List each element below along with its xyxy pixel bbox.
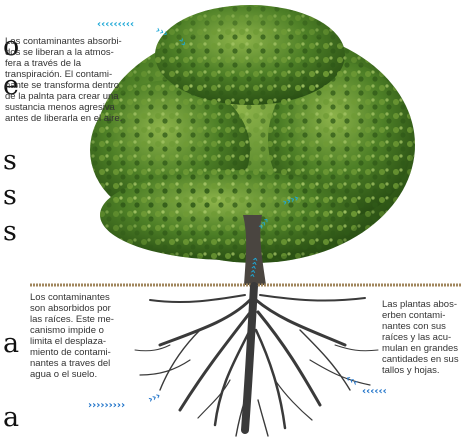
caption-line: Las plantas abos- [382, 299, 474, 310]
caption-line: mulan en grandes [382, 343, 474, 354]
caption-line: limita el desplaza- [30, 336, 130, 347]
caption-line: tallos y hojas. [382, 365, 474, 376]
caption-line: nantes con sus [382, 321, 474, 332]
caption-transpiration: Los contaminantes absorbi- dos se libera… [5, 36, 155, 124]
svg-text:›››: ››› [147, 391, 163, 406]
caption-line: dos se liberan a la atmos- [5, 47, 155, 58]
svg-text:‹‹‹: ‹‹‹ [344, 373, 360, 389]
caption-line: sustancia menos agresiva [5, 102, 155, 113]
edge-text-3: s [3, 147, 17, 174]
caption-line: Los contaminantes absorbi- [5, 36, 155, 47]
flow-arrow-left: ››››››››› ››› [88, 391, 162, 411]
caption-line: erben contami- [382, 310, 474, 321]
caption-line: agua o el suelo. [30, 369, 130, 380]
caption-line: las raíces. Este me- [30, 314, 130, 325]
caption-roots: Los contaminantes son absorbidos por las… [30, 292, 130, 380]
caption-line: raíces y las acu- [382, 332, 474, 343]
caption-line: cantidades en sus [382, 354, 474, 365]
edge-text-6: a [3, 330, 19, 357]
caption-line: miento de contami- [30, 347, 130, 358]
edge-text-5: s [3, 218, 17, 245]
caption-accumulation: Las plantas abos- erben contami- nantes … [382, 299, 474, 376]
edge-text-7: a [3, 404, 19, 431]
root-system [135, 286, 378, 436]
svg-text:‹‹‹‹‹‹: ‹‹‹‹‹‹ [362, 386, 387, 397]
svg-text:›››››››››: ››››››››› [88, 400, 125, 411]
svg-text:‹‹‹‹‹‹‹‹‹: ‹‹‹‹‹‹‹‹‹ [97, 19, 134, 30]
caption-line: fera a través de la [5, 58, 155, 69]
caption-line: nante se transforma dentro [5, 80, 155, 91]
caption-line: transpiración. El contami- [5, 69, 155, 80]
flow-arrow-right: ‹‹‹ ‹‹‹‹‹‹ [344, 373, 387, 397]
caption-line: nantes a traves del [30, 358, 130, 369]
caption-line: Los contaminantes [30, 292, 130, 303]
caption-line: antes de liberarla en el aire. [5, 113, 155, 124]
caption-line: de la palnta para crear una [5, 91, 155, 102]
caption-line: son absorbidos por [30, 303, 130, 314]
edge-text-4: s [3, 182, 17, 209]
caption-line: canismo impide o [30, 325, 130, 336]
